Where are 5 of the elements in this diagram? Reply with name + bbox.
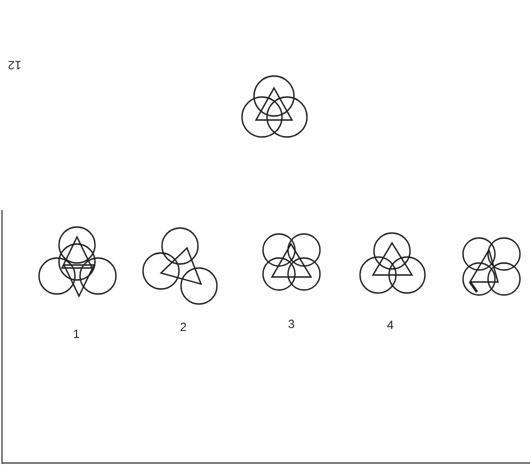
option-number: 3 [288,317,295,331]
option-number: 2 [180,320,187,334]
option-number: 4 [387,318,394,332]
page-number: 12 [8,58,22,72]
option-number: 1 [73,327,80,341]
